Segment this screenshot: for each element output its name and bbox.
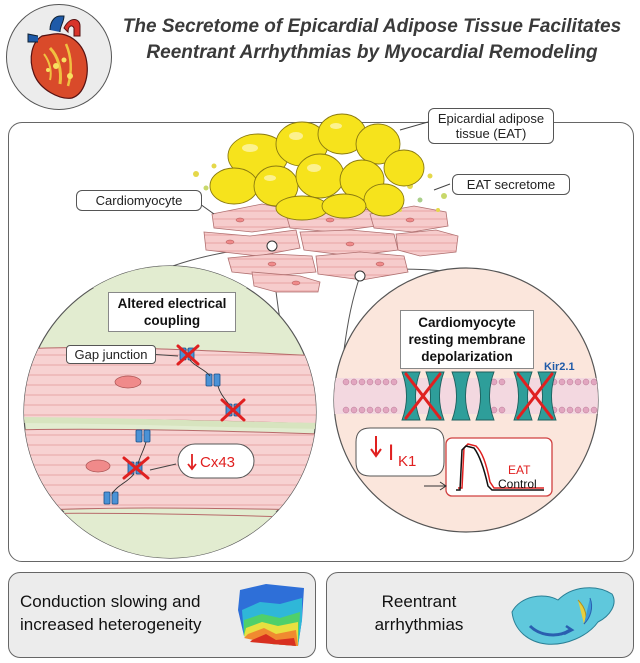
eat-label: Epicardial adipose tissue (EAT): [428, 108, 554, 144]
title-line-1: The Secretome of Epicardial Adipose Tiss…: [122, 16, 622, 37]
heart-icon: [27, 15, 88, 99]
eat-label-line-1: Epicardial adipose: [437, 111, 545, 126]
reentrant-line-2: arrhythmias: [374, 615, 464, 634]
reentrant-text: Reentrant arrhythmias: [352, 590, 486, 636]
cx43-label: Cx43: [200, 454, 235, 471]
cardiomyocyte-label: Cardiomyocyte: [76, 190, 202, 211]
kir-label: Kir2.1: [544, 361, 575, 373]
activation-map-icon: [238, 584, 304, 646]
ik1-subscript: K1: [398, 453, 416, 470]
title-line-2: Reentrant Arrhythmias by Myocardial Remo…: [146, 42, 598, 63]
conduction-text: Conduction slowing and increased heterog…: [20, 590, 230, 636]
reentry-heart-icon: [511, 587, 615, 645]
coupling-label-line-2: coupling: [143, 313, 201, 328]
red-x-marks: [122, 344, 246, 480]
secretome-label: EAT secretome: [452, 174, 570, 195]
eat-trace-label: EAT: [508, 463, 531, 477]
epicardial-adipose-tissue: [209, 113, 425, 221]
reentrant-line-1: Reentrant: [381, 592, 457, 611]
conduction-line-2: increased heterogeneity: [20, 615, 202, 634]
rmp-label-line-2: resting membrane: [408, 332, 526, 347]
rmp-label: Cardiomyocyte resting membrane depolariz…: [400, 310, 534, 369]
gap-junction-label: Gap junction: [66, 345, 156, 364]
coupling-label-line-1: Altered electrical: [117, 296, 227, 311]
conduction-line-1: Conduction slowing and: [20, 592, 201, 611]
rmp-label-line-3: depolarization: [421, 349, 513, 364]
eat-label-line-2: tissue (EAT): [455, 126, 527, 141]
control-trace-label: Control: [498, 477, 537, 491]
ik1-label: I: [388, 440, 394, 465]
ik1-bubble: [355, 427, 445, 477]
coupling-label: Altered electrical coupling: [108, 292, 236, 332]
rmp-label-line-1: Cardiomyocyte: [418, 315, 516, 330]
action-potential-plot: [424, 437, 553, 497]
